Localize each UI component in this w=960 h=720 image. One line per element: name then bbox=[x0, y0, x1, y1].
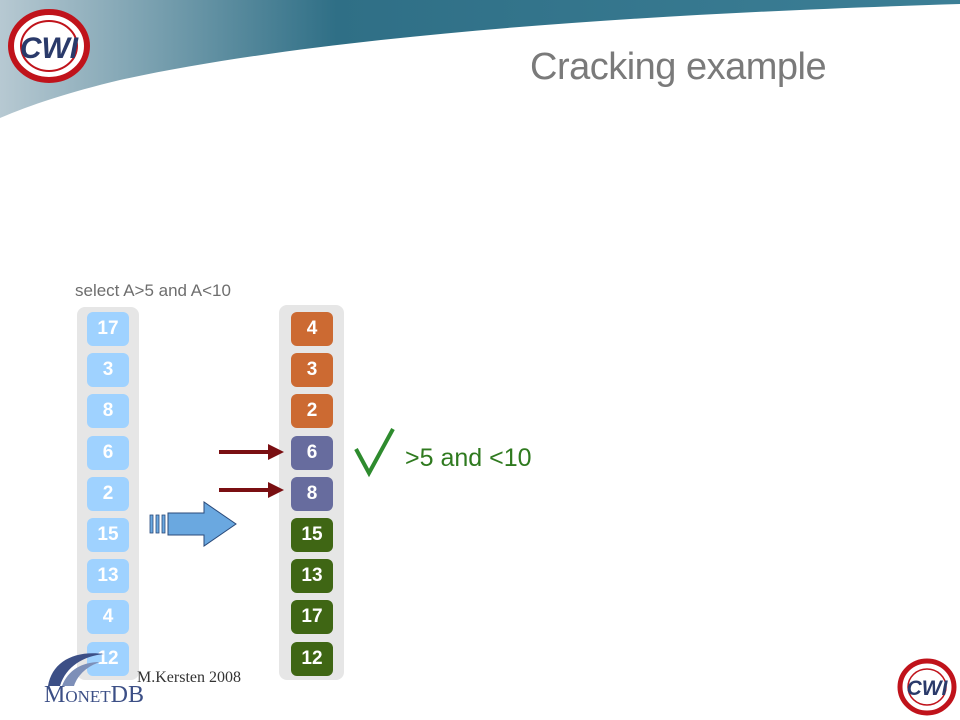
cwi-logo: CWI bbox=[8, 9, 90, 83]
monetdb-logo-text: MONETDB bbox=[44, 682, 144, 709]
cwi-logo-footer: CWI bbox=[897, 658, 957, 716]
checkmark-icon bbox=[354, 428, 395, 478]
cracked-cell: 13 bbox=[291, 559, 333, 594]
cwi-logo-footer-text: CWI bbox=[907, 677, 949, 700]
original-cell: 2 bbox=[87, 476, 129, 511]
footer-author: M.Kersten 2008 bbox=[137, 669, 241, 686]
monetdb-letters-db: DB bbox=[110, 682, 145, 708]
header-banner bbox=[0, 0, 960, 118]
monetdb-logo-swirl bbox=[48, 653, 104, 686]
original-cell: 12 bbox=[87, 641, 129, 676]
crack-block-arrow bbox=[149, 501, 237, 547]
condition-label: >5 and <10 bbox=[405, 444, 532, 472]
original-cell: 15 bbox=[87, 518, 129, 552]
cracked-cell: 6 bbox=[291, 435, 333, 470]
cracked-cell: 15 bbox=[291, 518, 333, 552]
cracked-cell: 12 bbox=[291, 641, 333, 676]
original-cell: 3 bbox=[87, 353, 129, 388]
original-cell: 4 bbox=[87, 600, 129, 635]
cracked-cell: 4 bbox=[291, 312, 333, 346]
cracked-cell: 3 bbox=[291, 353, 333, 388]
query-label: select A>5 and A<10 bbox=[75, 281, 231, 300]
cracked-cell: 2 bbox=[291, 394, 333, 429]
original-cell: 17 bbox=[87, 312, 129, 346]
cracked-cell: 17 bbox=[291, 600, 333, 635]
pointer-arrow-upper-bound bbox=[219, 482, 284, 498]
cracked-cell: 8 bbox=[291, 476, 333, 511]
pointer-arrow-lower-bound bbox=[219, 444, 284, 460]
original-cell: 13 bbox=[87, 559, 129, 594]
monetdb-letter-m: M bbox=[44, 682, 66, 708]
original-cell: 6 bbox=[87, 435, 129, 470]
monetdb-letters-onet: ONET bbox=[65, 687, 111, 706]
cwi-logo-text: CWI bbox=[20, 32, 79, 65]
original-cell: 8 bbox=[87, 394, 129, 429]
slide-title: Cracking example bbox=[530, 46, 827, 88]
pointer-arrows bbox=[219, 444, 284, 498]
